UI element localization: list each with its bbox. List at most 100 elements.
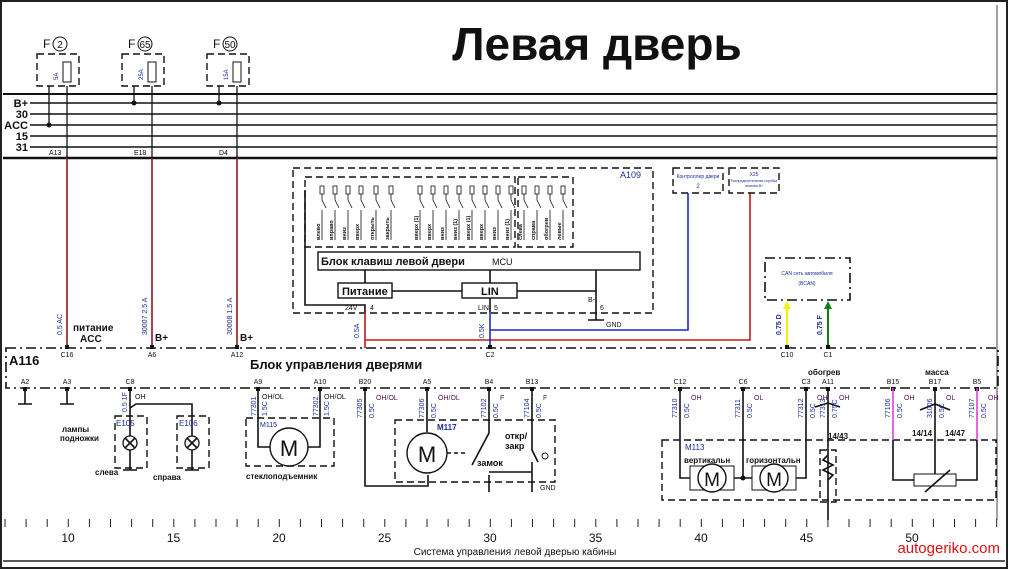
label-text: M115 bbox=[260, 422, 277, 429]
diagram-line bbox=[46, 122, 52, 128]
diagram-line bbox=[123, 388, 199, 471]
label-text: слева bbox=[95, 468, 119, 477]
label-text: OH/OL bbox=[438, 395, 460, 402]
label-text: 77313 bbox=[820, 398, 827, 418]
label-text: 77102 bbox=[481, 398, 488, 418]
label-text: F bbox=[43, 37, 50, 51]
label-text: 6 bbox=[600, 305, 604, 312]
power-label: Питание bbox=[342, 286, 388, 298]
label-text: 0.75 F bbox=[817, 314, 824, 335]
axis-label: 20 bbox=[272, 531, 286, 545]
switch: слева bbox=[518, 185, 529, 240]
diagram-line bbox=[206, 53, 250, 87]
diagram-line bbox=[534, 185, 540, 195]
label-text: OH/OL bbox=[324, 394, 346, 401]
label-text: 1.5C bbox=[324, 401, 331, 416]
label-text: B+ bbox=[155, 333, 168, 344]
label-text: обогрев bbox=[808, 368, 840, 377]
diagram-line bbox=[523, 194, 529, 240]
label-text: 0.5C bbox=[810, 403, 817, 418]
page-title: Левая дверь bbox=[452, 18, 742, 70]
power-wires: 0.5 AC 30007 2.5 A 30008 1.5 A питание A… bbox=[57, 158, 253, 348]
label-text: 77107 bbox=[969, 398, 976, 418]
label-text: 77310 bbox=[672, 398, 679, 418]
label-text: 0.5 1F bbox=[122, 392, 129, 412]
diagram-line bbox=[131, 100, 137, 106]
label-text: OH bbox=[904, 395, 915, 402]
diagram-line bbox=[510, 194, 516, 240]
a116-id: A116 bbox=[9, 353, 39, 368]
label-text: слева bbox=[518, 223, 524, 240]
pin-label: B20 bbox=[359, 379, 372, 386]
diagram-line bbox=[764, 257, 851, 301]
label-text: вниз bbox=[342, 227, 348, 240]
label-text: 0.5C bbox=[747, 403, 754, 418]
diagram-line bbox=[562, 194, 568, 240]
diagram-line bbox=[222, 36, 238, 52]
diagram-line bbox=[394, 419, 556, 483]
label-text: 31006 bbox=[927, 398, 934, 418]
pin-label: C8 bbox=[126, 379, 135, 386]
diagram-line bbox=[924, 469, 951, 493]
label-text: замок bbox=[477, 458, 503, 468]
label-text: OL bbox=[754, 395, 763, 402]
diagram-line bbox=[549, 194, 555, 240]
diagram-line bbox=[232, 61, 242, 83]
switch: вниз bbox=[440, 185, 451, 240]
diagram-line bbox=[347, 194, 353, 240]
label-text: ACC bbox=[80, 334, 102, 345]
diagram-line bbox=[672, 167, 724, 194]
bus-label: 31 bbox=[16, 142, 28, 154]
label-text: OH bbox=[691, 395, 702, 402]
axis-label: 10 bbox=[61, 531, 75, 545]
diagram-line bbox=[124, 437, 136, 449]
diagram-line bbox=[814, 402, 951, 411]
mcu-label: Блок клавиш левой двери bbox=[321, 256, 465, 268]
diagram-line bbox=[176, 415, 210, 469]
label-text: M117 bbox=[437, 423, 457, 432]
label-text: (BCAN) bbox=[798, 281, 816, 287]
diagram-line bbox=[443, 185, 449, 195]
diagram-line bbox=[345, 185, 351, 195]
label-text: LIN bbox=[478, 305, 489, 312]
label-text: OH bbox=[135, 394, 146, 401]
label-text: OL bbox=[946, 395, 955, 402]
label-text: OH bbox=[817, 395, 828, 402]
label-text: OH/OL bbox=[376, 395, 398, 402]
diagram-line bbox=[388, 185, 394, 195]
label-text: M bbox=[766, 470, 782, 491]
diagram-line bbox=[482, 185, 488, 195]
switch: вниз (1) bbox=[453, 185, 464, 240]
diagram-line bbox=[321, 194, 327, 240]
label-text: вертикальн bbox=[684, 456, 730, 465]
diagram-line bbox=[269, 427, 309, 467]
diagram-line bbox=[547, 185, 553, 195]
label-text: вверх (1) bbox=[466, 215, 472, 240]
diagram-line bbox=[495, 185, 501, 195]
pin-label: C16 bbox=[61, 352, 74, 359]
label-text: 77106 bbox=[885, 398, 892, 418]
label-text: 5 bbox=[494, 305, 498, 312]
diagram-line bbox=[821, 454, 835, 481]
label-text: 0.5C bbox=[431, 403, 438, 418]
diagram-line bbox=[332, 185, 338, 195]
diagram-line bbox=[360, 194, 366, 240]
diagram-line bbox=[304, 190, 597, 320]
label-text: E18 bbox=[134, 150, 147, 157]
label-text: масса bbox=[925, 368, 949, 377]
switch: открыть bbox=[370, 185, 381, 240]
diagram-line bbox=[759, 463, 789, 493]
label-text: 77311 bbox=[735, 399, 742, 418]
diagram-line bbox=[304, 176, 516, 248]
pin-label: C3 bbox=[802, 379, 811, 386]
label-text: F bbox=[128, 37, 135, 51]
diagram-line bbox=[52, 36, 68, 52]
label-text: F bbox=[543, 395, 547, 402]
label-text: 65 bbox=[139, 40, 151, 51]
label-text: OH bbox=[839, 395, 850, 402]
diagram-line bbox=[469, 185, 475, 195]
diagram-line bbox=[319, 185, 325, 195]
a116-door-control-unit: A116 Блок управления дверями обогрев мас… bbox=[5, 347, 999, 389]
label-text: 0.5A bbox=[354, 323, 361, 338]
